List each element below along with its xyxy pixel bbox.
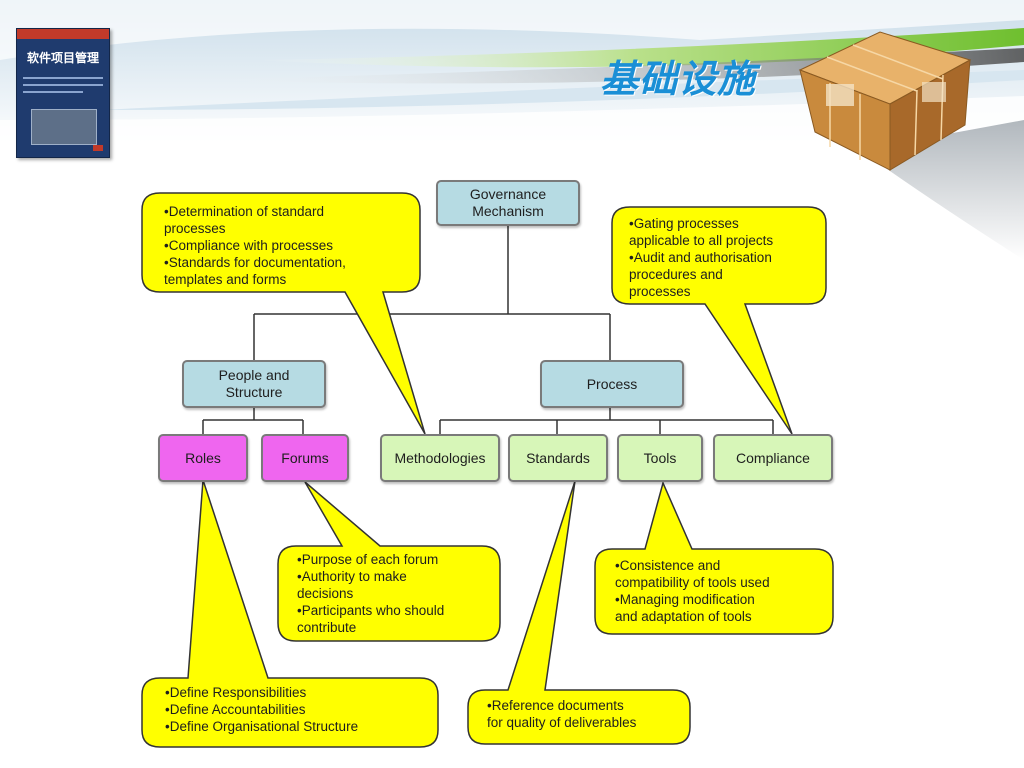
node-compliance: Compliance <box>713 434 833 482</box>
callout-shapes <box>141 192 834 748</box>
callout-compliance-shape <box>611 206 827 435</box>
node-roles: Roles <box>158 434 248 482</box>
callout-standards-text: •Reference documents for quality of deli… <box>487 698 637 730</box>
connector-lines <box>202 226 774 434</box>
node-tools: Tools <box>617 434 703 482</box>
callout-roles-text: •Define Responsibilities •Define Account… <box>165 685 359 734</box>
callout-methodologies-shape <box>141 192 426 435</box>
callout-forums-text: •Purpose of each forum •Authority to mak… <box>297 552 445 635</box>
callout-roles-shape <box>141 479 439 748</box>
callout-tools-shape <box>594 480 834 635</box>
book-title: 软件项目管理 <box>26 51 99 65</box>
callout-standards-shape <box>467 480 691 745</box>
callout-methodologies-text: •Determination of standard processes •Co… <box>164 204 346 287</box>
callout-compliance-text: •Gating processes applicable to all proj… <box>629 216 774 299</box>
node-methodologies: Methodologies <box>380 434 500 482</box>
node-forums: Forums <box>261 434 349 482</box>
node-people-and-structure: People and Structure <box>182 360 326 408</box>
callout-tools-text: •Consistence and compatibility of tools … <box>615 558 770 624</box>
book-cover-image: 软件项目管理 <box>16 28 110 158</box>
cube-decoration <box>798 31 972 171</box>
node-governance-mechanism: Governance Mechanism <box>436 180 580 226</box>
node-standards: Standards <box>508 434 608 482</box>
node-process: Process <box>540 360 684 408</box>
callout-forums-shape <box>277 481 501 642</box>
slide-title: 基础设施 <box>600 56 757 101</box>
